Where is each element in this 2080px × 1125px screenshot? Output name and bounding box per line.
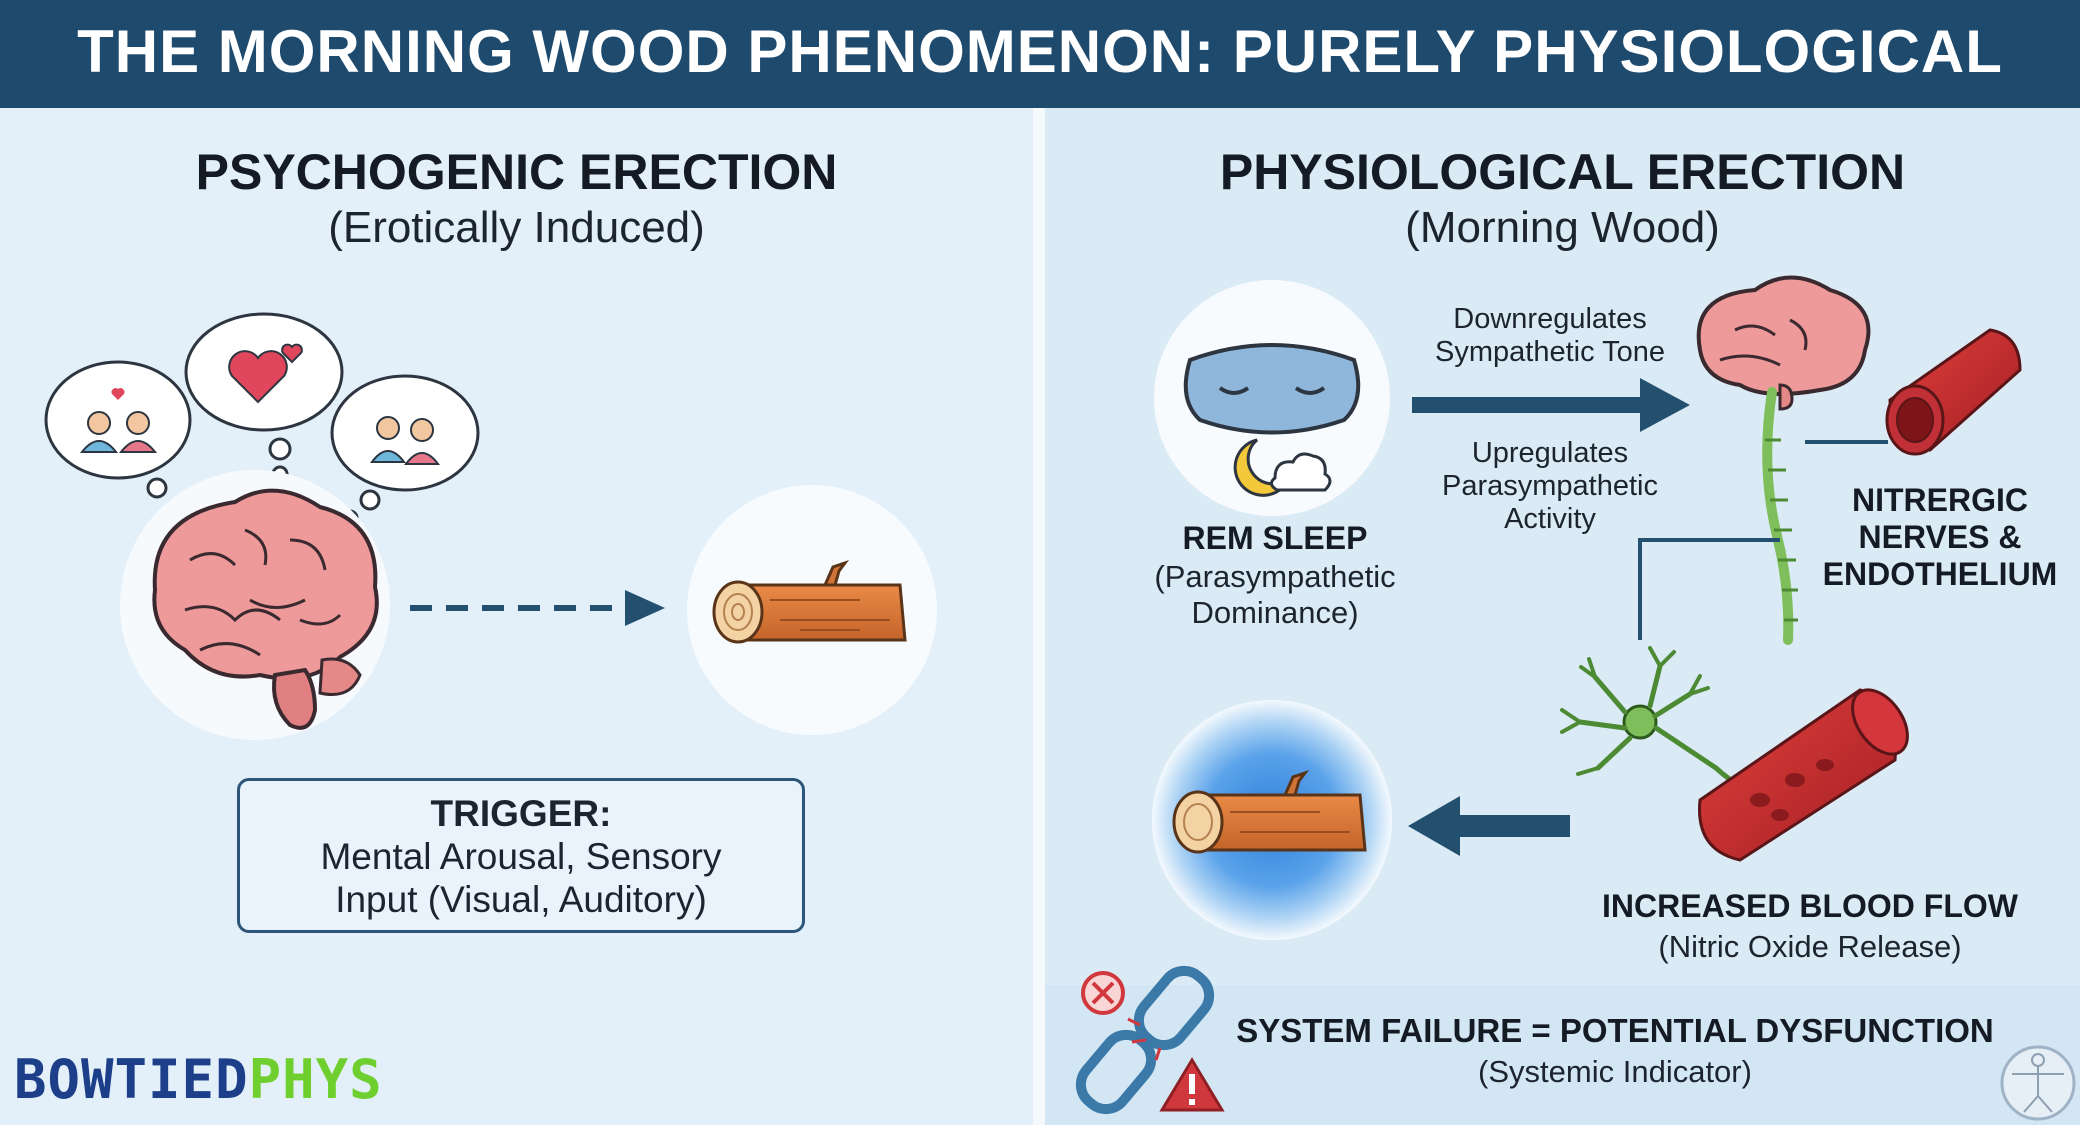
solid-arrow-right-icon (1412, 378, 1690, 432)
broken-chain-icon (1075, 965, 1215, 1115)
error-x-icon (1081, 971, 1125, 1015)
glowing-log-icon (1152, 700, 1392, 940)
trigger-label: TRIGGER: (430, 793, 612, 834)
header-bar: THE MORNING WOOD PHENOMENON: PURELY PHYS… (0, 0, 2080, 108)
physiological-panel (1045, 108, 2080, 1125)
connector-neuron (1638, 538, 1780, 640)
moon-cloud-icon (1233, 438, 1332, 497)
system-failure-sub: (Systemic Indicator) (1478, 1054, 1752, 1089)
rem-sleep-label: REM SLEEP (Parasympathetic Dominance) (1120, 520, 1430, 631)
psychogenic-title: PSYCHOGENIC ERECTION (195, 144, 838, 200)
upregulates-line-1: Upregulates (1471, 437, 1629, 469)
trigger-line-2: Input (Visual, Auditory) (335, 879, 707, 920)
log-icon (687, 485, 937, 735)
thought-bubble-kiss-icon (330, 374, 480, 492)
system-failure-title: SYSTEM FAILURE = POTENTIAL DYSFUNCTION (1236, 1012, 1994, 1049)
panel-divider (1033, 108, 1045, 1125)
physiological-title: PHYSIOLOGICAL ERECTION (1219, 144, 1906, 200)
thought-bubble-heart-icon (184, 312, 344, 432)
psychogenic-subtitle: (Erotically Induced) (328, 203, 705, 252)
brand-part-1: BOWTIED (14, 1048, 249, 1111)
nitrergic-label: NITRERGIC NERVES & ENDOTHELIUM (1805, 482, 2075, 593)
vitruvian-emblem-icon (2000, 1045, 2076, 1121)
page-title: THE MORNING WOOD PHENOMENON: PURELY PHYS… (77, 18, 2003, 85)
rem-sleep-sub-2: Dominance) (1191, 595, 1359, 630)
spinal-brain-icon (1696, 275, 1871, 645)
neuron-icon (1560, 646, 1773, 803)
upregulates-line-3: Activity (1504, 503, 1596, 535)
solid-arrow-left-icon (1408, 796, 1570, 856)
brand-part-2: PHYS (248, 1048, 383, 1111)
trigger-box: TRIGGER: Mental Arousal, Sensory Input (… (237, 778, 805, 933)
physiological-subtitle: (Morning Wood) (1405, 203, 1720, 252)
trigger-line-1: Mental Arousal, Sensory (320, 836, 722, 877)
rem-sleep-sub-1: (Parasympathetic (1154, 559, 1396, 594)
brand-logo: BOWTIEDPHYS (14, 1048, 383, 1111)
upregulates-line-2: Parasympathetic (1442, 470, 1658, 502)
brain-icon (120, 470, 390, 740)
artery-icon (1885, 328, 2022, 456)
nitrergic-line-2: NERVES & (1858, 519, 2022, 555)
blood-vessel-icon (1698, 688, 1909, 862)
blood-flow-sub: (Nitric Oxide Release) (1658, 929, 1962, 964)
sleep-mask-icon (1154, 280, 1390, 516)
blood-flow-title: INCREASED BLOOD FLOW (1602, 888, 2018, 924)
downregulates-line-2: Sympathetic Tone (1435, 336, 1665, 368)
upregulates-label: Upregulates Parasympathetic Activity (1410, 437, 1690, 536)
nitrergic-line-3: ENDOTHELIUM (1822, 556, 2058, 592)
downregulates-label: Downregulates Sympathetic Tone (1410, 303, 1690, 369)
blood-flow-label: INCREASED BLOOD FLOW (Nitric Oxide Relea… (1560, 888, 2060, 965)
nitrergic-line-1: NITRERGIC (1852, 482, 2028, 518)
rem-sleep-title: REM SLEEP (1182, 520, 1368, 556)
system-failure-label: SYSTEM FAILURE = POTENTIAL DYSFUNCTION (… (1215, 1012, 2015, 1090)
downregulates-line-1: Downregulates (1453, 303, 1647, 335)
warning-icon (1159, 1057, 1225, 1112)
thought-bubble-couple-icon (44, 360, 192, 480)
dashed-arrow-head-icon (625, 590, 665, 626)
